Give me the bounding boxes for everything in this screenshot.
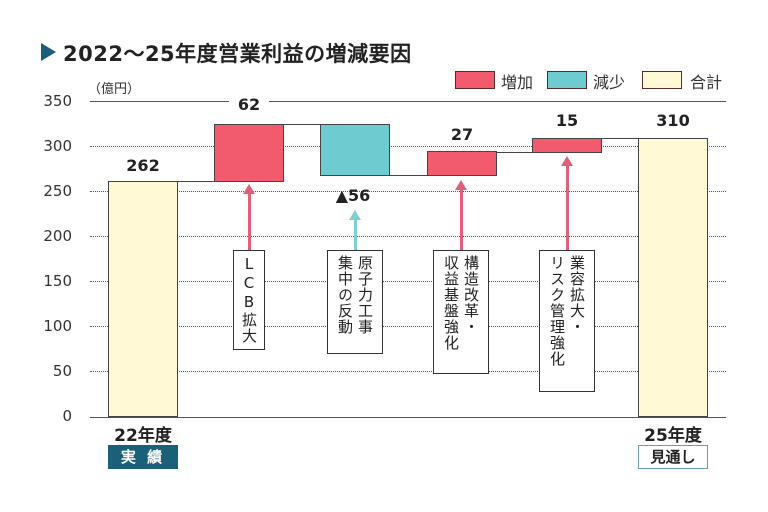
bar-restructure-increase [427,151,497,176]
y-tick: 100 [43,317,72,335]
arrow-up-icon [354,216,357,250]
badge-actual: 実 績 [108,445,178,469]
bar-expansion-increase [532,138,602,153]
note-nuclear: 原子力工事 集中の反動 [327,250,383,354]
y-tick: 300 [43,137,72,155]
value-label: 310 [656,111,690,130]
value-label: 262 [126,156,160,175]
note-expansion: 業容拡大・ リスク管理強化 [539,250,595,392]
badge-forecast: 見通し [638,445,708,469]
connector-line [601,138,639,139]
x-axis-line [90,417,726,418]
gridline-100 [90,326,726,327]
legend-swatch-increase [455,71,495,89]
legend-swatch-total [642,71,682,89]
bar-25-total [638,138,708,417]
gridline-150 [90,281,726,282]
chart-title: 2022〜25年度営業利益の増減要因 [41,38,412,68]
note-restructure: 構造改革・ 収益基盤強化 [433,250,489,374]
bar-22-total [108,181,178,417]
note-lcb: LCB拡大 [233,250,265,350]
connector-line [283,124,320,125]
y-tick: 0 [62,407,72,425]
x-label-end: 25年度 [644,426,702,446]
y-tick: 150 [43,272,72,290]
top-axis-line [90,101,726,102]
connector-line [389,175,427,176]
y-tick: 50 [52,362,72,380]
value-label: 27 [450,125,474,144]
legend-label-increase: 増加 [501,73,534,92]
value-label: 15 [555,111,579,130]
title-triangle-icon [41,43,56,61]
bar-nuclear-decrease [320,124,390,176]
value-label: ▲56 [335,186,371,205]
arrowhead-icon [455,180,467,190]
x-label-start: 22年度 [114,426,172,446]
value-label: 62 [229,95,269,114]
legend-swatch-decrease [547,71,587,89]
arrow-up-icon [248,190,251,250]
gridline-200 [90,236,726,237]
y-tick: 200 [43,227,72,245]
arrow-up-icon [566,162,569,250]
legend-label-decrease: 減少 [593,73,626,92]
gridline-300 [90,146,726,147]
unit-label: （億円） [88,82,141,97]
connector-line [496,152,532,153]
arrow-up-icon [460,186,463,250]
gridline-50 [90,371,726,372]
y-tick: 350 [43,92,72,110]
connector-line [178,181,214,182]
arrowhead-icon [561,156,573,166]
y-tick: 250 [43,182,72,200]
gridline-250 [90,191,726,192]
legend-label-total: 合計 [690,73,723,92]
bar-lcb-increase [214,124,284,182]
arrowhead-icon [243,184,255,194]
arrowhead-icon [349,210,361,220]
